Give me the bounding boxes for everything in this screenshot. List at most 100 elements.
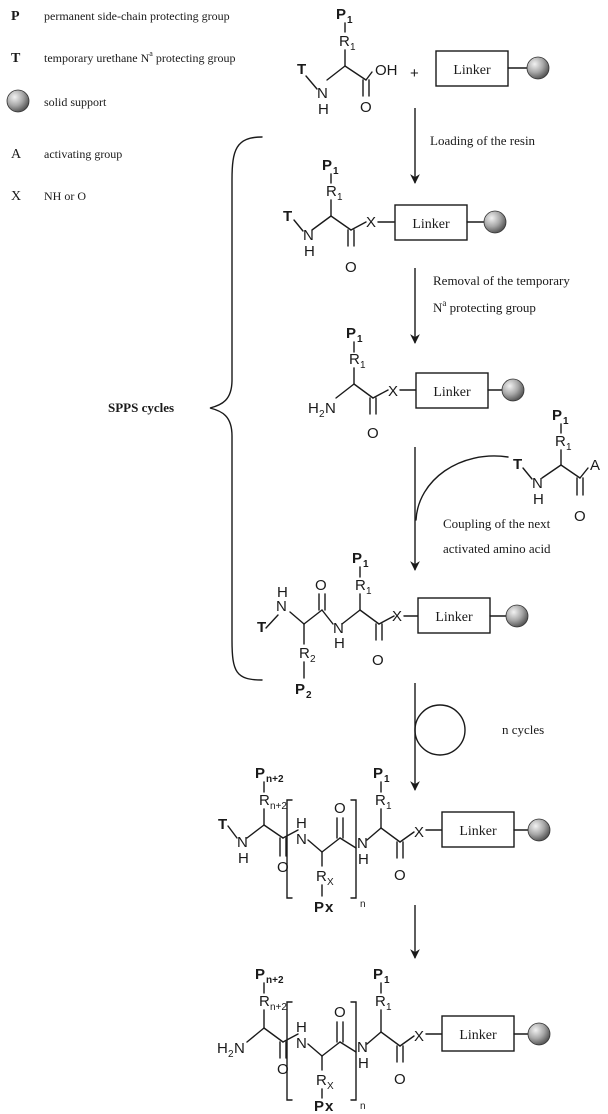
svg-text:x: x	[325, 899, 334, 916]
svg-text:R: R	[339, 33, 350, 50]
svg-text:X: X	[388, 383, 398, 400]
svg-text:P: P	[352, 550, 362, 567]
svg-text:T: T	[257, 619, 266, 636]
svg-text:T: T	[513, 456, 522, 473]
svg-text:N: N	[333, 620, 344, 637]
svg-text:OH: OH	[375, 62, 398, 79]
svg-text:P: P	[255, 765, 265, 782]
svg-text:2: 2	[319, 409, 325, 420]
svg-text:N: N	[237, 834, 248, 851]
svg-text:H: H	[318, 101, 329, 118]
svg-text:1: 1	[384, 774, 390, 785]
svg-text:T: T	[283, 208, 292, 225]
svg-text:O: O	[315, 577, 327, 594]
svg-text:N: N	[303, 227, 314, 244]
legend-text-p: permanent side-chain protecting group	[44, 9, 230, 23]
svg-text:H: H	[238, 850, 249, 867]
svg-text:N: N	[325, 400, 336, 417]
svg-text:x: x	[325, 1098, 334, 1114]
svg-text:R: R	[259, 993, 270, 1010]
svg-text:O: O	[360, 99, 372, 116]
linker-resin-start: Linker	[435, 50, 550, 87]
svg-text:X: X	[392, 608, 402, 625]
svg-text:Linker: Linker	[433, 385, 471, 400]
svg-text:R: R	[375, 993, 386, 1010]
svg-text:P: P	[336, 6, 346, 23]
svg-text:H: H	[308, 400, 319, 417]
step-removal-label-2: Na protecting group	[433, 298, 536, 315]
n-cycles-loop	[414, 704, 466, 756]
legend-text-a: activating group	[44, 147, 122, 161]
step-coupling-label-2: activated amino acid	[443, 541, 551, 556]
svg-text:R: R	[355, 577, 366, 594]
svg-text:R: R	[299, 645, 310, 662]
svg-text:H: H	[296, 815, 307, 832]
svg-text:R: R	[555, 433, 566, 450]
svg-text:O: O	[367, 425, 379, 442]
legend-symbol-p: P	[11, 9, 20, 24]
svg-text:P: P	[255, 966, 265, 983]
svg-text:N: N	[234, 1040, 245, 1057]
svg-text:1: 1	[386, 1002, 392, 1013]
svg-text:O: O	[372, 652, 384, 669]
svg-text:1: 1	[386, 801, 392, 812]
svg-text:N: N	[317, 85, 328, 102]
svg-text:H: H	[358, 1055, 369, 1072]
svg-text:T: T	[297, 61, 306, 78]
svg-text:R: R	[316, 1072, 327, 1089]
svg-text:P: P	[552, 407, 562, 424]
svg-text:H: H	[296, 1019, 307, 1036]
svg-text:2: 2	[228, 1049, 234, 1060]
legend-text-x: NH or O	[44, 189, 86, 203]
svg-text:1: 1	[337, 192, 343, 203]
svg-text:R: R	[316, 868, 327, 885]
svg-text:n+2: n+2	[270, 1002, 287, 1013]
svg-text:1: 1	[563, 416, 569, 427]
svg-text:1: 1	[363, 559, 369, 570]
svg-text:n+2: n+2	[266, 975, 284, 986]
svg-text:R: R	[259, 792, 270, 809]
svg-text:N: N	[296, 831, 307, 848]
svg-text:O: O	[345, 259, 357, 276]
svg-text:N: N	[357, 1039, 368, 1056]
svg-text:H: H	[217, 1040, 228, 1057]
svg-text:N: N	[532, 475, 543, 492]
svg-text:n+2: n+2	[266, 774, 284, 785]
svg-text:P: P	[322, 157, 332, 174]
svg-text:X: X	[327, 877, 334, 888]
svg-text:X: X	[414, 1028, 424, 1045]
svg-text:n+2: n+2	[270, 801, 287, 812]
legend-symbol-t: T	[11, 51, 21, 66]
svg-text:1: 1	[347, 15, 353, 26]
svg-text:O: O	[334, 800, 346, 817]
svg-text:1: 1	[357, 334, 363, 345]
svg-text:Linker: Linker	[459, 1028, 497, 1043]
svg-text:O: O	[277, 859, 289, 876]
svg-text:1: 1	[350, 42, 356, 53]
svg-text:A: A	[590, 457, 600, 474]
svg-text:X: X	[327, 1081, 334, 1092]
svg-text:H: H	[358, 851, 369, 868]
svg-text:H: H	[304, 243, 315, 260]
legend-text-support: solid support	[44, 95, 107, 109]
svg-text:Linker: Linker	[459, 824, 497, 839]
svg-text:1: 1	[366, 586, 372, 597]
step-loading-label: Loading of the resin	[430, 133, 536, 148]
step-removal-label-1: Removal of the temporary	[433, 273, 570, 288]
coupling-feed-curve	[415, 455, 509, 521]
svg-text:H: H	[334, 635, 345, 652]
svg-text:P: P	[314, 1098, 324, 1114]
spps-cycles-brace	[209, 136, 263, 681]
solid-support-sphere-icon	[6, 89, 30, 113]
svg-text:O: O	[394, 1071, 406, 1088]
svg-text:T: T	[218, 816, 227, 833]
svg-text:1: 1	[333, 166, 339, 177]
n-cycles-label: n cycles	[502, 722, 544, 737]
svg-text:2: 2	[310, 654, 316, 665]
